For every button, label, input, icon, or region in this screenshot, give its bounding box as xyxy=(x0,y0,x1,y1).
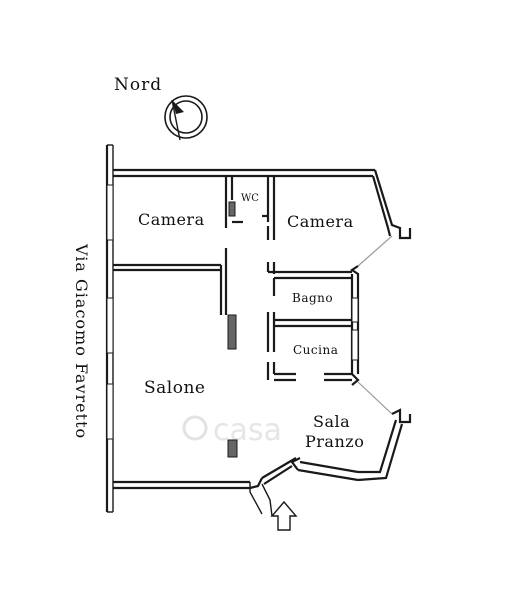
room-label-camera-left: Camera xyxy=(138,210,205,229)
compass-label: Nord xyxy=(114,75,162,95)
room-label-wc: WC xyxy=(241,193,259,204)
room-label-bagno: Bagno xyxy=(292,291,333,305)
watermark: casa xyxy=(182,413,282,448)
arrow-up-icon xyxy=(270,500,298,531)
street-label: Via Giacomo Favretto xyxy=(72,243,91,439)
structural-pillars xyxy=(227,201,238,458)
room-label-salone: Salone xyxy=(144,378,205,398)
outer-walls xyxy=(113,168,412,517)
room-label-camera-right: Camera xyxy=(287,212,354,231)
room-label-sala: Sala xyxy=(313,412,350,431)
watermark-text: casa xyxy=(213,413,282,448)
room-label-pranzo: Pranzo xyxy=(305,432,364,451)
room-label-cucina: Cucina xyxy=(293,343,338,357)
interior-walls xyxy=(113,176,352,382)
compass-icon xyxy=(164,95,208,141)
left-facade-wall xyxy=(105,144,114,513)
